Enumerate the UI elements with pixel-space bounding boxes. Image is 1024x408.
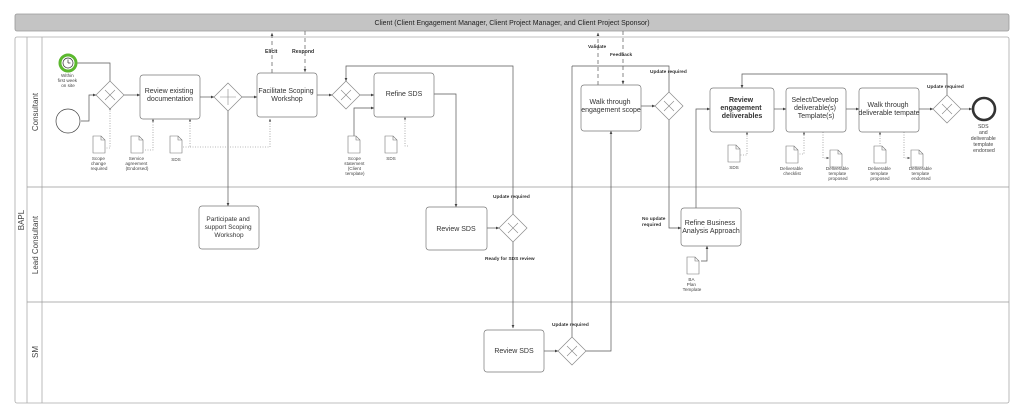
lane-consultant[interactable]: Consultant [27,92,1009,188]
lane-label-consultant: Consultant [31,92,40,131]
doc-deliverable-template-proposed-2[interactable]: Deliverable template proposed [868,145,892,181]
svg-text:SDS: SDS [171,157,180,162]
end-event[interactable]: SDS and deliverable template endorsed [971,96,998,154]
lane-lead-consultant[interactable]: Lead Consultant [27,215,1009,303]
gateway-lead-review[interactable] [498,213,528,243]
doc-sds-2[interactable]: SDS [384,135,398,161]
label-feedback: Feedback [610,52,632,58]
svg-text:Facilitate Scoping Works: Facilitate Scoping Workshop [258,88,315,103]
end-event-label: SDS and deliverable template endorsed [971,124,998,154]
svg-text:Review existing document: Review existing documentation [145,88,196,103]
label-update-required-sm: Update required [552,322,589,328]
lane-label-lead-consultant: Lead Consultant [31,215,40,274]
task-refine-sds[interactable]: Refine SDS [373,72,435,118]
doc-deliverable-template-proposed-1[interactable]: Deliverable template proposed [826,149,850,181]
timer-start-event[interactable]: Within first week on site [58,53,79,88]
client-pool[interactable]: Client (Client Engagement Manager, Clien… [14,13,1010,32]
svg-text:Review SDS: Review SDS [436,226,476,233]
doc-deliverable-checklist[interactable]: Deliverable checklist [780,145,804,176]
task-walk-through-deliverable-template[interactable]: Walk through deliverable tempate [858,87,920,133]
task-lead-review-sds[interactable]: Review SDS [425,206,488,251]
data-associations [104,106,911,160]
task-sm-review-sds[interactable]: Review SDS [483,329,545,373]
flow-refine-ba-to-review-deliv [695,107,711,208]
gateway-exclusive-1[interactable] [95,80,125,110]
gateway-sm-review[interactable] [557,336,587,366]
gateway-scope[interactable] [654,91,684,121]
svg-text:Walk through deliverable: Walk through deliverable tempate [858,102,919,117]
doc-scope-change-required[interactable]: Scope change required [91,135,108,171]
doc-ba-plan-template[interactable]: BA Plan Template [683,256,702,292]
clock-icon [67,59,71,64]
label-validate: Validate [588,44,606,50]
doc-sds-3[interactable]: SDS [727,144,741,170]
svg-text:Deliverable checklist: Deliverable checklist [780,166,804,176]
doc-service-agreement[interactable]: Service agreement (Endorsed) [125,135,149,171]
label-elicit: Elicit [265,49,278,55]
doc-scope-statement[interactable]: Scope statement (Client template) [344,135,365,176]
flow-refine-to-lead-review [434,93,458,208]
label-no-update-required: No update required [642,216,667,228]
gateway-exclusive-2[interactable] [331,80,361,110]
svg-text:SDS: SDS [729,165,738,170]
svg-text:Participate and support: Participate and support Scoping Workshop [205,216,254,239]
timer-label: Within first week on site [58,73,79,88]
svg-text:Review engagement: Review engagement deliverables [720,97,763,120]
flow-gw4-update [740,73,948,95]
label-update-required-scope: Update required [650,69,687,75]
svg-text:Select/Develop deliverab: Select/Develop deliverable(s) Template(s… [791,97,840,120]
task-refine-business-analysis-approach[interactable]: Refine Business Analysis Approach [680,207,742,247]
svg-text:Walk through engagement: Walk through engagement scope [581,99,641,114]
task-review-engagement-deliverables[interactable]: Review engagement deliverables [709,87,775,133]
svg-text:Service agreement: Service agreement (Endorsed) [125,156,148,171]
svg-text:BA Plan Templa: BA Plan Template [683,277,702,292]
label-update-required-lead: Update required [493,194,530,200]
flow-labels: Elicit Respond Validate Feedback Update … [265,44,964,328]
svg-text:Deliverable template: Deliverable template proposed [868,166,892,181]
task-review-existing-documentation[interactable]: Review existing documentation [139,74,201,120]
client-pool-label: Client (Client Engagement Manager, Clien… [374,20,649,27]
pool-label-bapl: BAPL [17,209,26,230]
doc-deliverable-template-endorsed[interactable]: Deliverable template endorsed [909,149,933,181]
message-flows [270,31,625,85]
lane-label-sm: SM [31,346,40,358]
doc-sds-1[interactable]: SDS [169,135,183,162]
svg-text:Refine Business Analysis: Refine Business Analysis Approach [682,220,740,235]
label-respond: Respond [292,49,314,55]
gateway-deliverable[interactable] [932,94,962,124]
flow-gw3-no-update [668,120,682,230]
start-event[interactable] [55,108,81,134]
flow-lead-gw-update [344,65,514,214]
flow-timer-to-gw1 [76,62,112,86]
task-participate-support-scoping-workshop[interactable]: Participate and support Scoping Workshop [198,205,260,250]
flow-sm-gw-to-walk [586,130,613,352]
gateway-parallel[interactable] [213,82,243,112]
sequence-flows [76,62,973,353]
label-ready-for-sds-review: Ready for SDS review [485,256,535,262]
svg-text:Scope statement: Scope statement (Client template) [344,156,365,176]
task-select-develop-deliverable-templates[interactable]: Select/Develop deliverable(s) Template(s… [785,87,847,133]
svg-text:Scope change r: Scope change required [91,156,108,171]
flow-start-to-gw1 [81,93,97,122]
task-facilitate-scoping-workshop[interactable]: Facilitate Scoping Workshop [256,72,318,118]
svg-text:Deliverable template: Deliverable template proposed [826,166,850,181]
lane-sm[interactable]: SM [31,346,40,358]
flow-gw3-update [572,65,670,92]
task-walk-through-engagement-scope[interactable]: Walk through engagement scope [580,84,642,132]
svg-text:Deliverable template: Deliverable template endorsed [909,166,933,181]
label-update-required-deliverable: Update required [927,84,964,90]
svg-text:Review SDS: Review SDS [494,348,534,355]
solid-associations [353,106,709,262]
svg-text:SDS: SDS [386,156,395,161]
documents: Scope change required Service agreement … [91,135,933,292]
svg-text:Refine SDS: Refine SDS [386,91,423,98]
